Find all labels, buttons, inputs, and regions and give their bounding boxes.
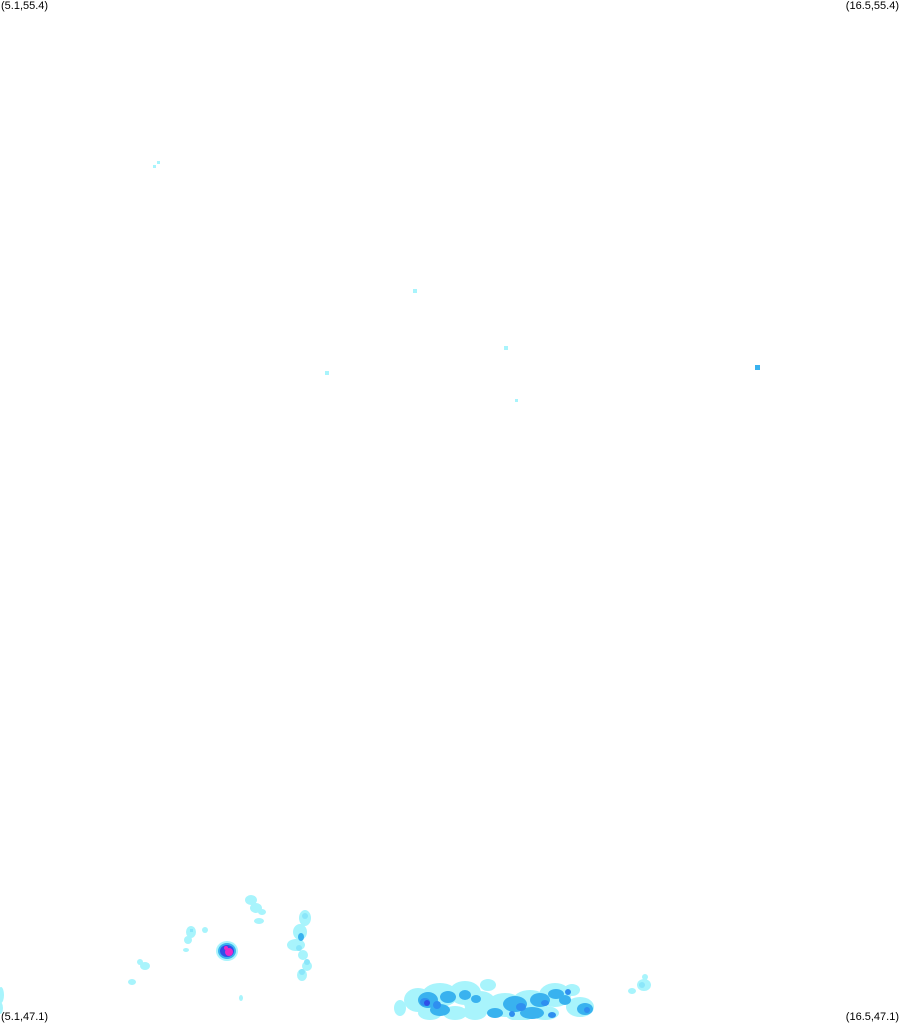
storm-cell <box>225 948 233 956</box>
corner-label-top-left: (5.1,55.4) <box>1 0 49 12</box>
precip-cell <box>0 1002 3 1014</box>
precip-cell <box>541 1000 549 1006</box>
precip-speck <box>504 346 508 350</box>
precip-speck <box>755 365 760 370</box>
precip-speck <box>515 399 518 402</box>
precip-cell <box>520 1007 544 1019</box>
precip-cell <box>471 995 481 1003</box>
precip-cell <box>254 918 264 924</box>
precip-speck <box>325 371 329 375</box>
precip-speck <box>157 161 160 164</box>
precip-cell <box>184 936 192 944</box>
corner-label-top-right: (16.5,55.4) <box>845 0 899 12</box>
precip-cell <box>480 979 496 991</box>
precip-cell <box>296 945 302 951</box>
corner-label-bottom-right: (16.5,47.1) <box>845 1011 899 1023</box>
precip-cell <box>559 995 571 1005</box>
precip-cell <box>128 979 136 985</box>
precip-cell <box>565 989 571 995</box>
precip-cell <box>304 959 310 965</box>
corner-label-bottom-left: (5.1,47.1) <box>1 1011 49 1023</box>
precip-cell <box>287 939 305 951</box>
precip-cell <box>298 933 304 941</box>
precip-cell <box>487 1008 503 1018</box>
precip-cell <box>463 1004 487 1020</box>
precip-cell <box>245 895 257 905</box>
precip-cell <box>548 1012 556 1018</box>
precip-cell <box>440 991 456 1003</box>
storm-cell <box>224 946 228 950</box>
precip-cell <box>0 987 4 1003</box>
precip-cell <box>202 927 208 933</box>
precip-speck <box>153 165 156 168</box>
precip-cell <box>183 948 189 952</box>
precip-cell <box>298 950 308 960</box>
precip-cell <box>394 1000 406 1016</box>
precip-cell <box>548 989 564 999</box>
precip-cell <box>299 969 305 975</box>
precip-cell <box>516 1003 526 1011</box>
precip-speck <box>190 929 193 932</box>
precip-cell <box>424 1000 430 1006</box>
precip-cell <box>509 1011 515 1017</box>
precip-cell <box>639 982 645 988</box>
precip-cell <box>628 988 636 994</box>
precip-cell <box>137 959 143 965</box>
precip-cell <box>239 995 243 1001</box>
precip-cell <box>258 909 266 915</box>
precip-cell <box>642 974 648 980</box>
precipitation-layer <box>0 161 760 1020</box>
precip-speck <box>413 289 417 293</box>
precip-cell <box>140 962 150 970</box>
precip-cell <box>302 913 308 919</box>
precip-cell <box>433 1001 441 1009</box>
precip-cell <box>584 1007 590 1013</box>
precip-cell <box>459 990 471 1000</box>
